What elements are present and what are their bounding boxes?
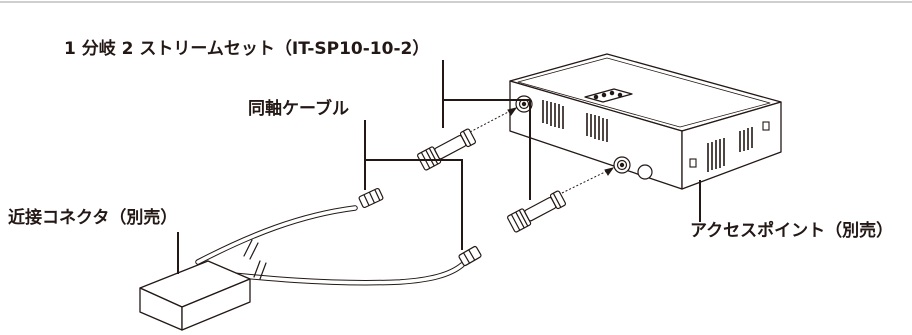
connection-arrows	[469, 107, 615, 194]
coax-cable-label: 同軸ケーブル	[248, 99, 349, 119]
proximity-connector-label: 近接コネクタ（別売）	[8, 208, 178, 228]
splitter-lower	[507, 190, 567, 233]
splitter-upper	[417, 128, 477, 171]
access-point-label: アクセスポイント（別売）	[690, 221, 894, 241]
access-point-vents-right	[689, 121, 770, 172]
proximity-connector-block	[139, 260, 251, 331]
access-point-vents-left	[542, 100, 608, 142]
leader-lines	[177, 60, 701, 274]
access-point-device	[509, 53, 782, 190]
coax-cables	[195, 205, 465, 286]
cable-connectors	[358, 187, 482, 267]
splitter-set-label: 1 分岐 2 ストリームセット（IT-SP10-10-2）	[64, 39, 430, 59]
